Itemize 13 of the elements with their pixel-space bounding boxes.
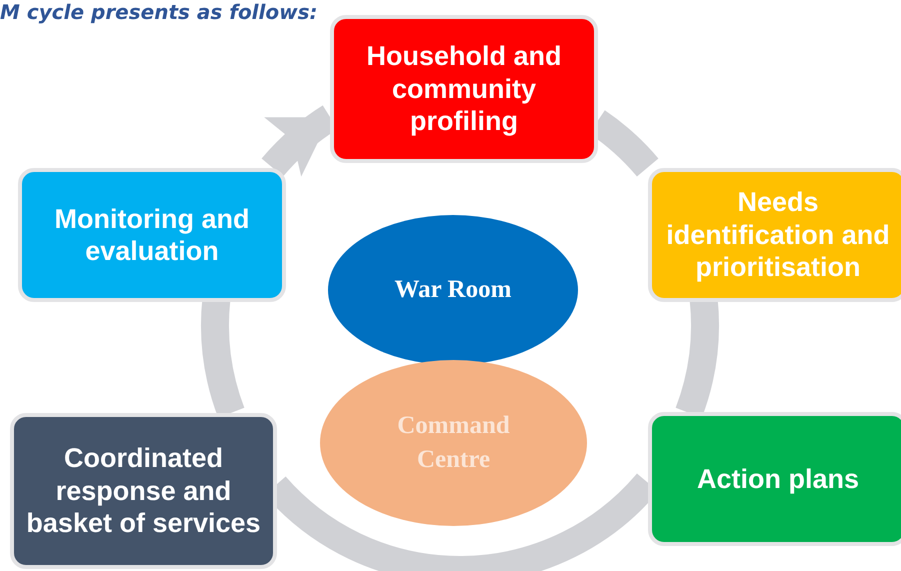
process-box	[648, 168, 901, 302]
process-box	[330, 15, 598, 163]
node-label: Monitoring and evaluation	[54, 202, 250, 268]
node-label: Needs identification and prioritisation	[665, 186, 891, 284]
node-label: War Room	[394, 275, 512, 306]
process-box	[18, 168, 286, 302]
node-label: Action plans	[696, 462, 860, 496]
node-label: Coordinated response and basket of services	[25, 442, 262, 540]
process-box	[10, 413, 277, 569]
node-label: Household and community profiling	[366, 40, 562, 138]
node-label: Command Centre	[396, 411, 511, 475]
process-box	[648, 412, 901, 546]
intro-text: M cycle presents as follows:	[0, 0, 318, 24]
